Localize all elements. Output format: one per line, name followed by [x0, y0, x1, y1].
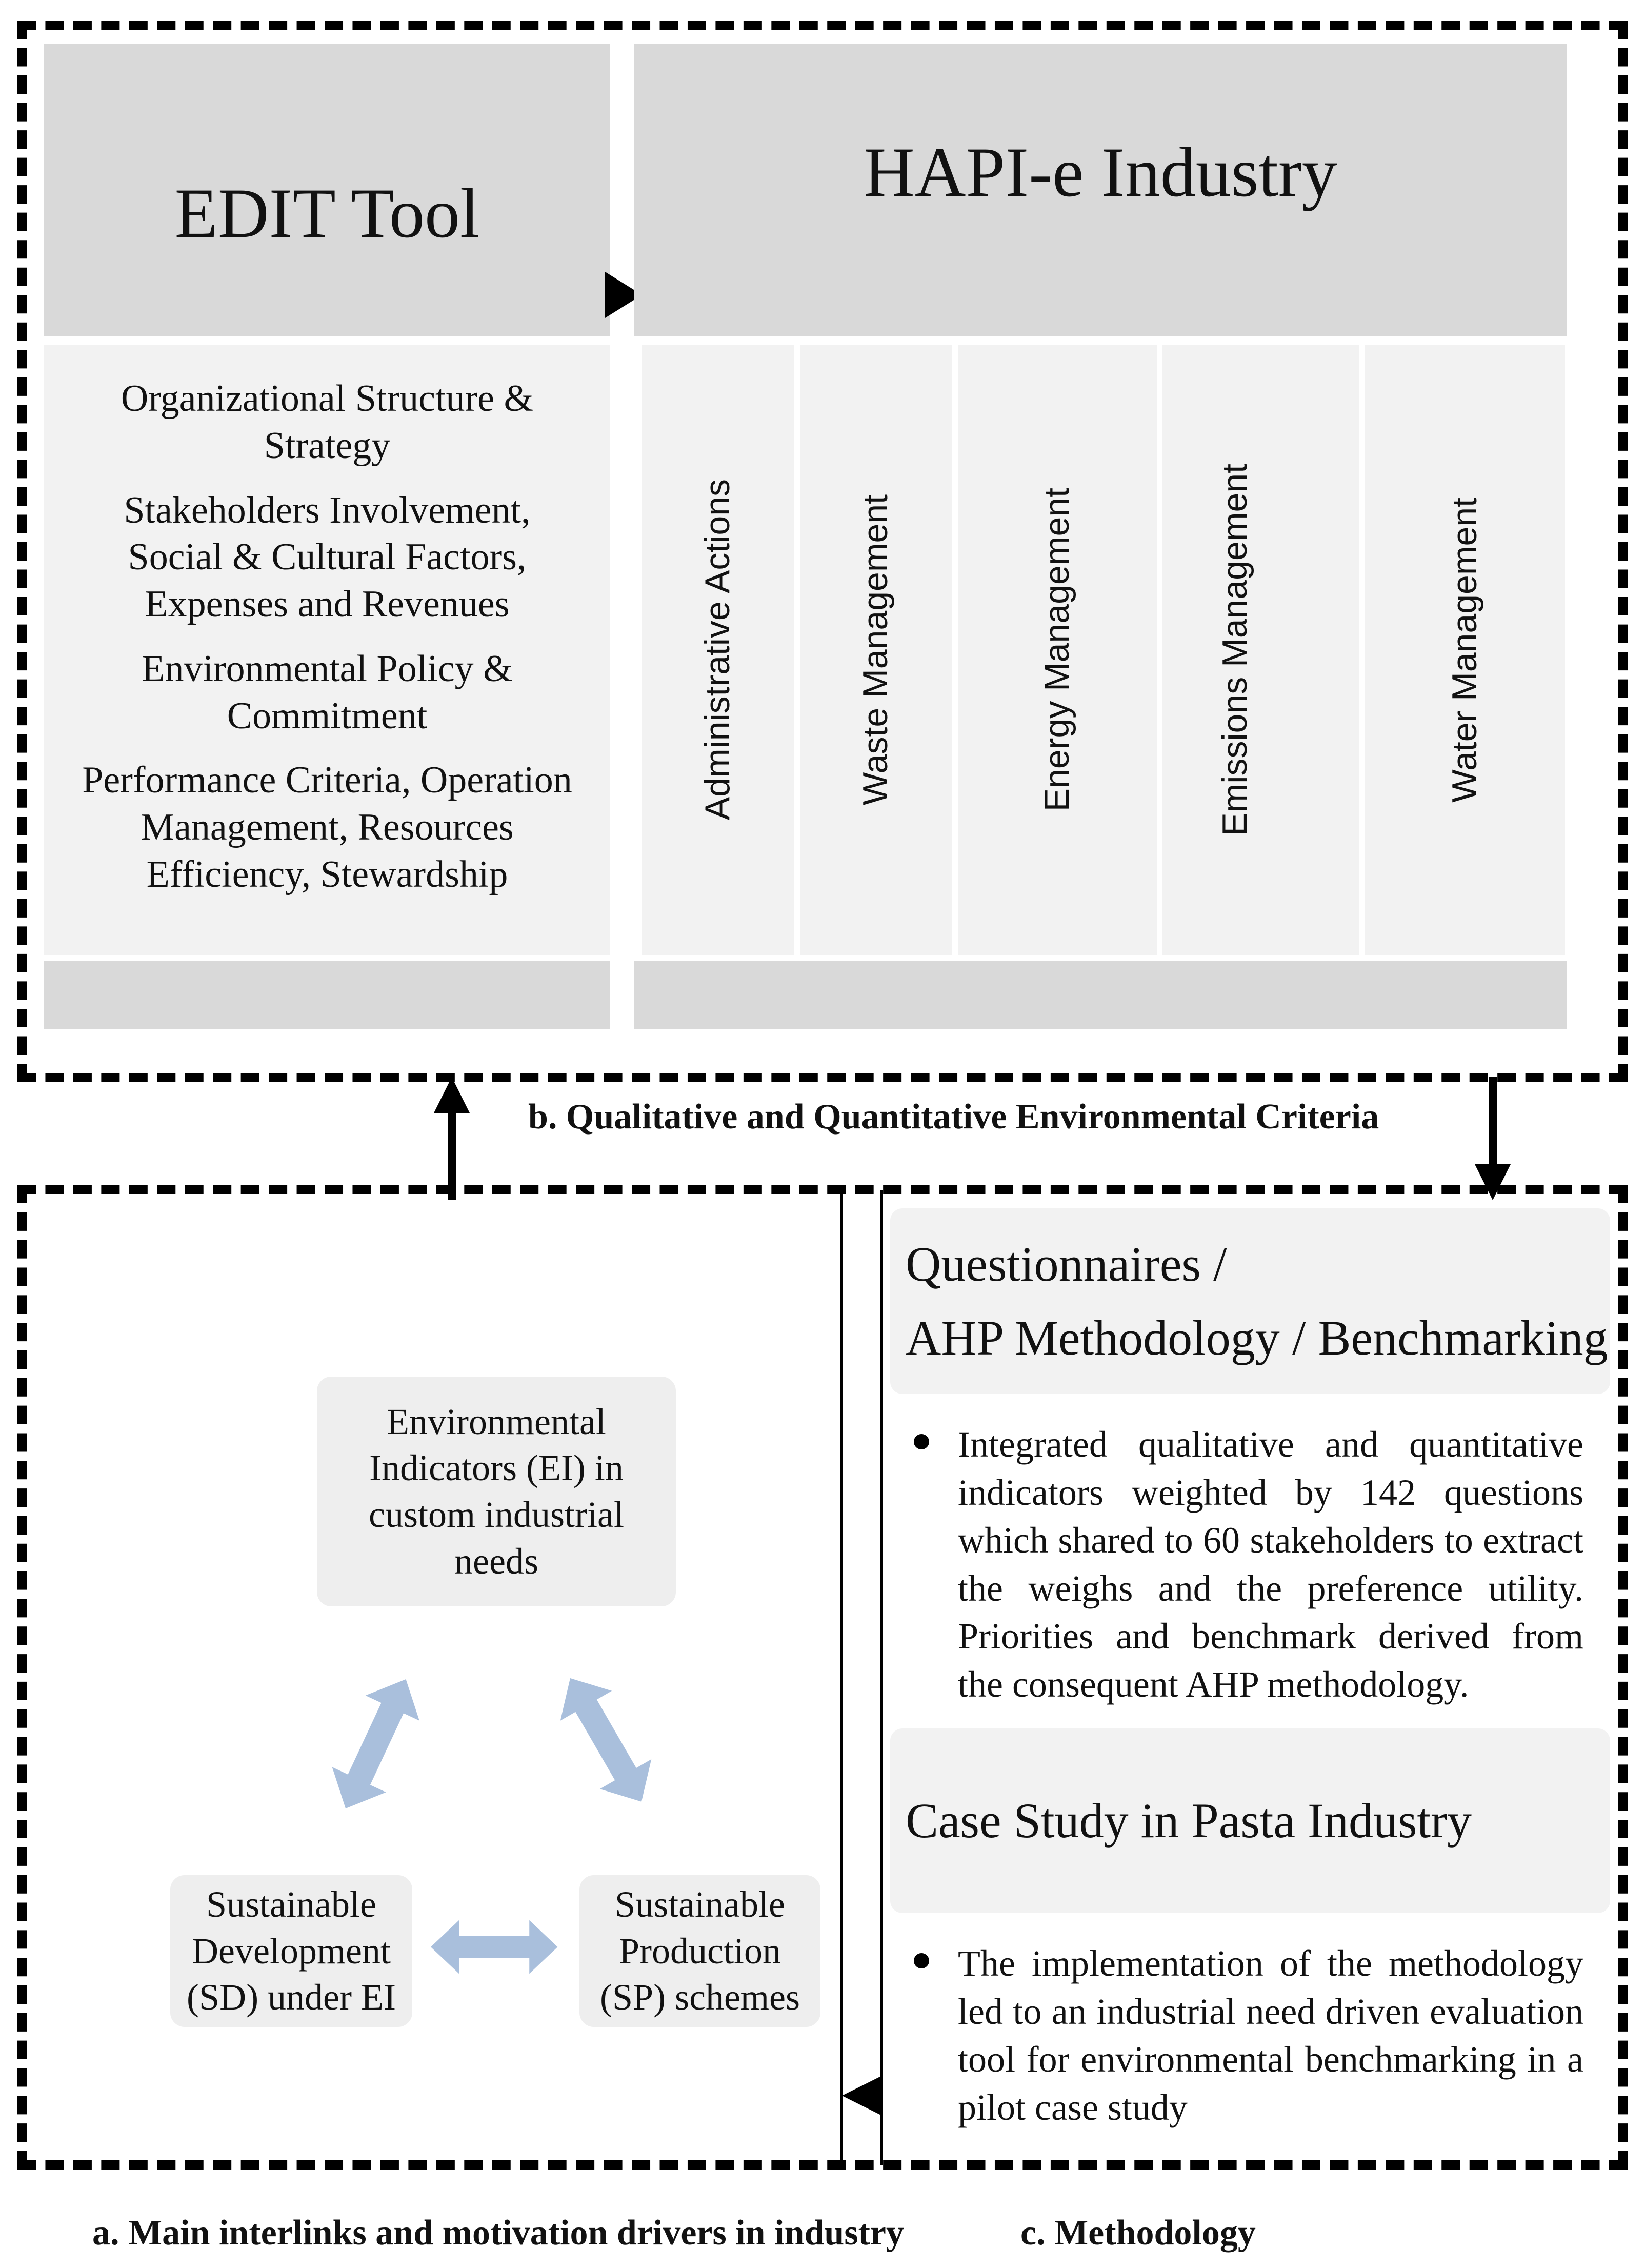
section-divider	[840, 1190, 883, 2165]
hapi-column-emissions: Emissions Management	[1162, 345, 1359, 955]
bullet-dot-icon	[914, 1953, 929, 1968]
hapi-column-label: Water Management	[1445, 497, 1484, 803]
cycle-node-sustainable-development: Sustainable Development (SD) under EI	[170, 1875, 412, 2027]
edit-to-hapi-arrow	[605, 272, 642, 318]
methodology-to-cycle-arrow	[842, 2075, 883, 2116]
hapi-column-administrative: Administrative Actions	[642, 345, 794, 955]
criterion-environmental-policy: Environmental Policy & Commitment	[142, 647, 513, 737]
methodology-bullet-integrated: Integrated qualitative and quantitative …	[958, 1424, 1583, 1705]
methodology-header-case-study: Case Study in Pasta Industry	[890, 1728, 1610, 1913]
arrow-down-to-methodology	[1475, 1077, 1511, 1200]
top-dashed-frame	[17, 21, 1628, 1082]
hapi-column-label: Waste Management	[856, 494, 895, 805]
hapi-column-energy: Energy Management	[958, 345, 1157, 955]
cycle-arrows	[318, 1663, 667, 1974]
cycle-node-sustainable-production: Sustainable Production (SP) schemes	[579, 1875, 820, 2027]
criterion-organizational: Organizational Structure & Strategy	[121, 377, 534, 467]
edit-tool-criteria-panel: Organizational Structure & Strategy Stak…	[44, 345, 610, 955]
hapi-column-label: Energy Management	[1037, 488, 1077, 812]
methodology-header-questionnaires: Questionnaires / AHP Methodology / Bench…	[890, 1208, 1610, 1394]
arrow-right-top-icon	[544, 1663, 667, 1817]
label-b-criteria: b. Qualitative and Quantitative Environm…	[528, 1097, 1379, 1137]
edit-tool-title: EDIT Tool	[174, 174, 480, 253]
arrow-bottom-icon	[431, 1920, 558, 1974]
arrow-up-to-top	[434, 1077, 470, 1200]
edit-tool-header: EDIT Tool	[44, 44, 610, 336]
caption-a-interlinks: a. Main interlinks and motivation driver…	[92, 2213, 904, 2253]
hapi-title: HAPI-e Industry	[864, 133, 1337, 212]
hapi-column-water: Water Management	[1365, 345, 1565, 955]
hapi-column-label: Emissions Management	[1215, 464, 1254, 836]
bottom-dashed-frame	[17, 1185, 1628, 2170]
hapi-column-label: Administrative Actions	[698, 479, 737, 821]
caption-c-methodology: c. Methodology	[1020, 2213, 1256, 2253]
criterion-stakeholders: Stakeholders Involvement, Social & Cultu…	[124, 489, 531, 626]
arrow-left-top-icon	[318, 1666, 433, 1821]
cycle-node-environmental-indicators: Environmental Indicators (EI) in custom …	[317, 1377, 676, 1606]
hapi-footer-bar	[634, 961, 1567, 1029]
edit-tool-footer-bar	[44, 961, 610, 1029]
methodology-bullet-implementation: The implementation of the methodology le…	[958, 1943, 1583, 2128]
bullet-dot-icon	[914, 1434, 929, 1449]
criterion-performance: Performance Criteria, Operation Manageme…	[82, 759, 572, 896]
hapi-column-waste: Waste Management	[800, 345, 952, 955]
hapi-header: HAPI-e Industry	[634, 44, 1567, 336]
